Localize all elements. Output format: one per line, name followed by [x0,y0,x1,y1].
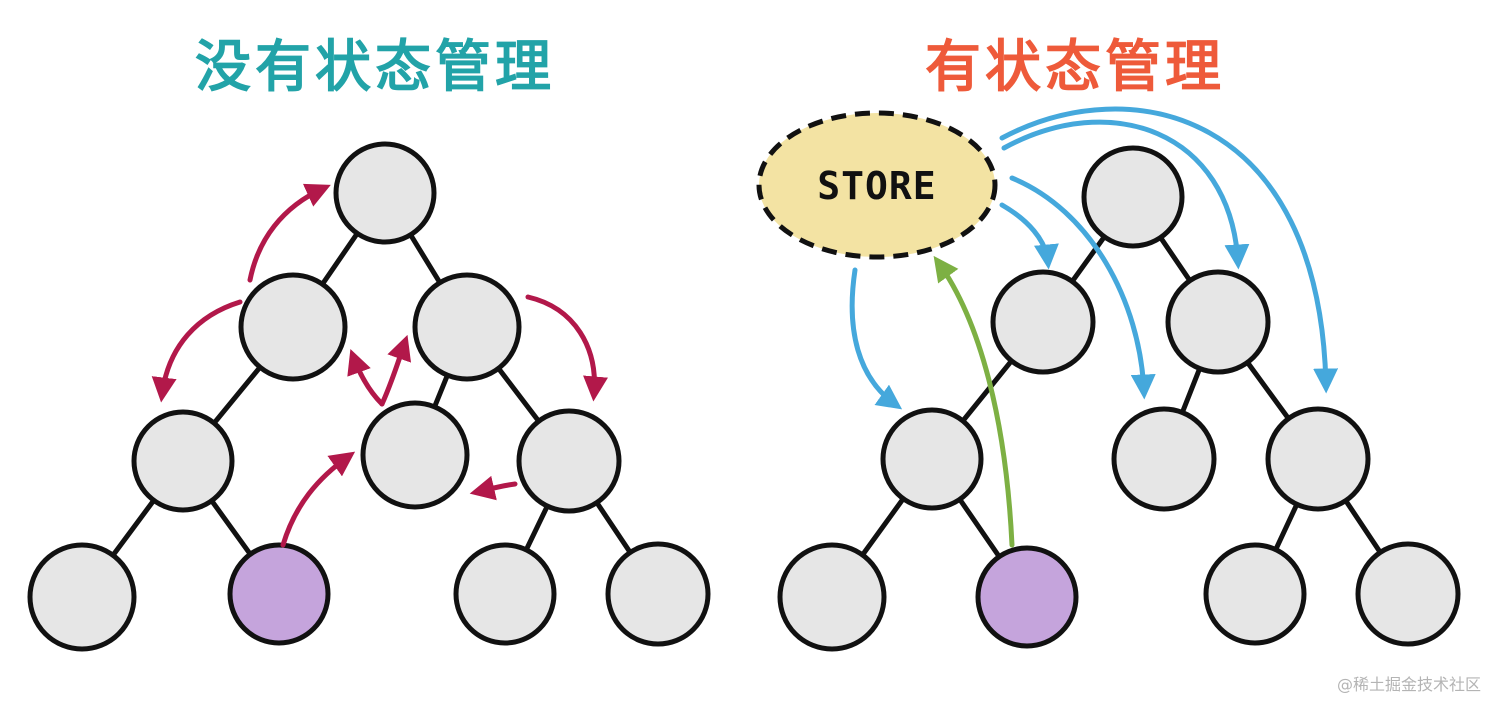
prop-arrow [525,294,608,402]
title-without-state-management: 没有状态管理 [195,35,555,100]
tree-node [1111,406,1217,512]
prop-arrow [379,334,412,407]
store-arrow [999,106,1339,394]
tree-node [990,269,1096,375]
tree-node [131,409,235,513]
tree-edges [79,190,661,600]
tree-node [1265,406,1371,512]
tree-node [360,400,470,510]
tree-node [880,407,984,511]
store-update-arrows [849,106,1339,410]
store-arrow [1009,175,1156,400]
store-arrow [849,267,903,410]
store-dispatch-arrow [933,255,1015,548]
tree-node [412,272,522,382]
tree-node [27,542,137,652]
tree-node [1355,541,1461,647]
tree-node-root [333,141,437,245]
tree-without-store [27,141,711,652]
prop-passing-arrows [151,183,608,548]
prop-arrow [247,183,331,283]
tree-node [516,408,622,514]
prop-arrow [347,348,385,407]
prop-arrow [151,299,243,403]
tree-node [453,542,557,646]
prop-arrow [469,475,518,501]
store-label: STORE [817,164,936,208]
store: STORE [756,110,998,260]
store-arrow [1001,119,1250,270]
store-ellipse [756,110,998,260]
tree-node [605,541,711,647]
tree-node [777,542,887,652]
tree-edges [829,194,1411,600]
tree-node [238,272,348,382]
watermark: @稀土掘金技术社区 [1336,675,1481,694]
store-arrow [999,202,1059,270]
tree-node-root [1081,145,1185,249]
tree-node-source [975,545,1079,649]
title-with-state-management: 有状态管理 [925,35,1225,100]
tree-with-store: STORE [756,106,1461,652]
tree-node [1203,542,1307,646]
tree-node-source [227,542,331,646]
tree-node [1165,269,1271,375]
prop-arrow [280,451,356,548]
